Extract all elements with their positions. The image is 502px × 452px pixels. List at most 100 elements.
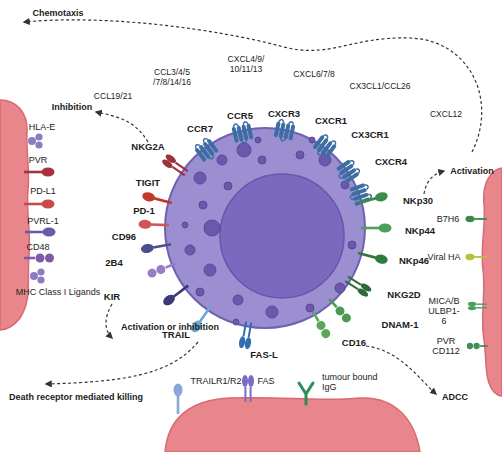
granule — [309, 137, 315, 143]
modulatory-receptor — [161, 282, 191, 308]
activating-receptor — [361, 224, 392, 233]
ligand — [24, 254, 54, 263]
granule — [196, 288, 204, 296]
granule — [224, 182, 232, 190]
ligand — [28, 133, 43, 148]
death-ligand — [238, 321, 255, 350]
receptor-label: CCR5 — [227, 111, 253, 122]
ligand — [25, 228, 56, 237]
inhibitory-receptor — [141, 191, 173, 208]
outcome-label: Inhibition — [52, 102, 93, 112]
dashed-arrow — [106, 304, 112, 338]
ligand — [30, 268, 45, 283]
chemokine-receptor — [334, 158, 362, 185]
ligand — [174, 384, 183, 415]
receptor-label: CCR7 — [187, 124, 213, 135]
granule — [194, 172, 206, 184]
chemokine-label: CX3CL1/CCL26 — [350, 82, 411, 92]
activating-receptor — [357, 191, 389, 208]
ligand-label: PVR — [29, 155, 48, 165]
granule — [182, 222, 188, 228]
outcome-label: Activation — [450, 166, 494, 176]
dashed-arrow — [46, 342, 198, 384]
chemokine-label: CCL3/4/5 /7/8/14/16 — [153, 68, 191, 87]
granule — [185, 245, 195, 255]
granule — [204, 220, 220, 236]
activating-receptor — [326, 296, 353, 324]
ligand — [24, 200, 55, 209]
fc-receptor — [309, 309, 332, 339]
receptor-label: PD-1 — [133, 206, 155, 217]
ligand-label: B7H6 — [437, 214, 460, 224]
granule — [296, 151, 304, 159]
ligand — [24, 168, 55, 177]
receptor-label: CX3CR1 — [351, 130, 389, 141]
granule — [233, 295, 243, 305]
ligand-label: HLA-E — [29, 122, 56, 132]
chemokine-receptor — [231, 121, 254, 145]
ligand — [468, 302, 487, 310]
target-cell — [482, 168, 502, 396]
ligand — [465, 254, 486, 260]
ligand — [465, 216, 486, 222]
ligand-label: MICA/B ULBP1-6 — [428, 296, 460, 326]
ligand-label: MHC Class I Ligands — [16, 287, 101, 297]
receptor-label: TIGIT — [136, 178, 160, 189]
receptor-label: NKG2D — [387, 290, 420, 301]
ligand-label: CD48 — [26, 242, 49, 252]
receptor-label: CXCR1 — [315, 116, 347, 127]
chemokine-receptor — [311, 133, 339, 161]
inhibitory-receptor — [140, 240, 172, 254]
target-cell — [165, 398, 420, 452]
receptor-label: DNAM-1 — [382, 320, 419, 331]
granule — [233, 319, 239, 325]
outcome-label: Death receptor mediated killing — [9, 392, 143, 402]
ligand-label: Viral HA — [428, 252, 461, 262]
chemokine-receptor — [193, 136, 221, 164]
receptor-label: 2B4 — [105, 258, 122, 269]
dashed-arrow — [366, 346, 436, 394]
chemokine-receptor — [273, 119, 296, 143]
receptor-label: CXCR4 — [375, 157, 407, 168]
inhibitory-receptor — [161, 153, 190, 178]
dashed-arrow — [424, 171, 444, 194]
granule — [199, 201, 207, 209]
receptor-label: TRAIL — [162, 330, 190, 341]
receptor-label: CXCR3 — [268, 109, 300, 120]
granule — [217, 155, 227, 165]
receptor-label: NKp46 — [399, 256, 429, 267]
outcome-label: ADCC — [442, 392, 468, 402]
chemokine-label: CXCL12 — [430, 110, 462, 120]
ligand-label: tumour bound IgG — [322, 372, 386, 392]
chemokine-label: CXCL4/9/ 10/11/13 — [228, 55, 265, 74]
granule — [348, 241, 356, 249]
dashed-arrow — [24, 20, 482, 152]
ligand-label: PD-L1 — [30, 186, 56, 196]
ligand-label: FAS — [257, 376, 274, 386]
receptor-label: CD96 — [112, 232, 136, 243]
ligand-label: PVR CD112 — [432, 336, 459, 356]
dashed-arrow — [96, 112, 148, 142]
receptor-label: NKG2A — [131, 142, 164, 153]
outcome-label: Chemotaxis — [32, 8, 83, 18]
receptor-label: KIR — [104, 292, 120, 303]
ligand-label: TRAILR1/R2 — [190, 376, 241, 386]
receptor-label: NKp44 — [405, 226, 435, 237]
granule — [335, 283, 345, 293]
nucleus — [220, 174, 344, 298]
ligand-label: PVRL-1 — [27, 216, 59, 226]
granule — [258, 156, 266, 164]
granule — [204, 264, 216, 276]
ligand — [467, 343, 488, 349]
granule — [266, 306, 278, 318]
chemokine-label: CXCL6/7/8 — [293, 70, 335, 80]
ligand — [242, 375, 254, 402]
activating-receptor — [343, 274, 372, 298]
receptor-label: CD16 — [342, 338, 366, 349]
antibody — [299, 383, 313, 404]
receptor-label: NKp30 — [403, 196, 433, 207]
receptor-label: FAS-L — [250, 350, 277, 361]
